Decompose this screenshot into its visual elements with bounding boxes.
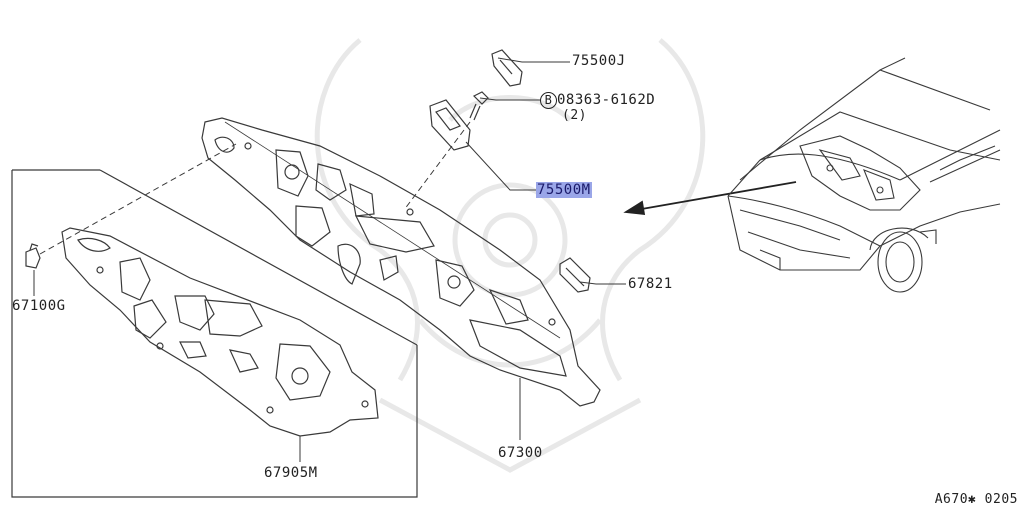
clip-67100g	[25, 243, 41, 269]
watermark-emblem	[314, 38, 706, 473]
part-75500j	[491, 49, 523, 87]
bolt-08363	[469, 91, 489, 121]
car-sketch	[727, 57, 1001, 293]
label-bolt-qty: (2)	[562, 108, 587, 123]
grommet-67821	[559, 257, 591, 293]
insulator-panel-67905m	[61, 227, 379, 437]
label-75500m: 75500M	[536, 182, 592, 198]
bracket-75500m	[429, 99, 471, 151]
dash-panel-67300	[201, 117, 601, 407]
bolt-symbol: B	[540, 92, 557, 109]
insulator-frame	[11, 169, 418, 498]
leader-lines	[33, 57, 626, 462]
label-67821: 67821	[628, 276, 673, 292]
label-67300: 67300	[498, 445, 543, 461]
dashed-guides	[39, 121, 471, 255]
label-67905m: 67905M	[264, 465, 318, 481]
bolt-part-number: 08363-6162D	[557, 92, 656, 108]
figure-code: A670✱ 0205	[934, 492, 1018, 507]
highlighted-part-number[interactable]: 75500M	[536, 182, 592, 198]
label-67100g: 67100G	[12, 298, 66, 314]
location-arrow	[623, 181, 797, 216]
label-75500j: 75500J	[572, 53, 626, 69]
